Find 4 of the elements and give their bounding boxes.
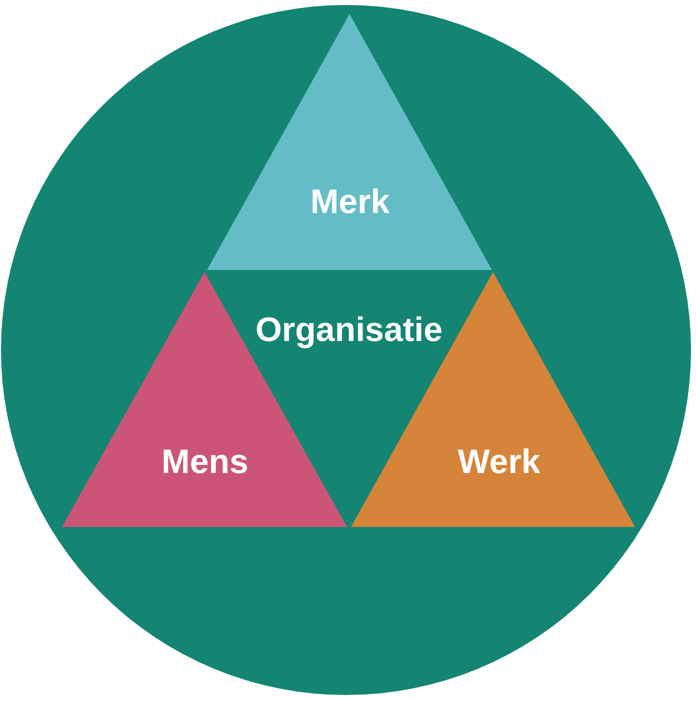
triangle-label: Merk bbox=[310, 182, 390, 222]
center-label: Organisatie bbox=[255, 310, 443, 350]
triangle-label: Mens bbox=[162, 442, 248, 482]
triangle-label: Werk bbox=[458, 442, 540, 482]
